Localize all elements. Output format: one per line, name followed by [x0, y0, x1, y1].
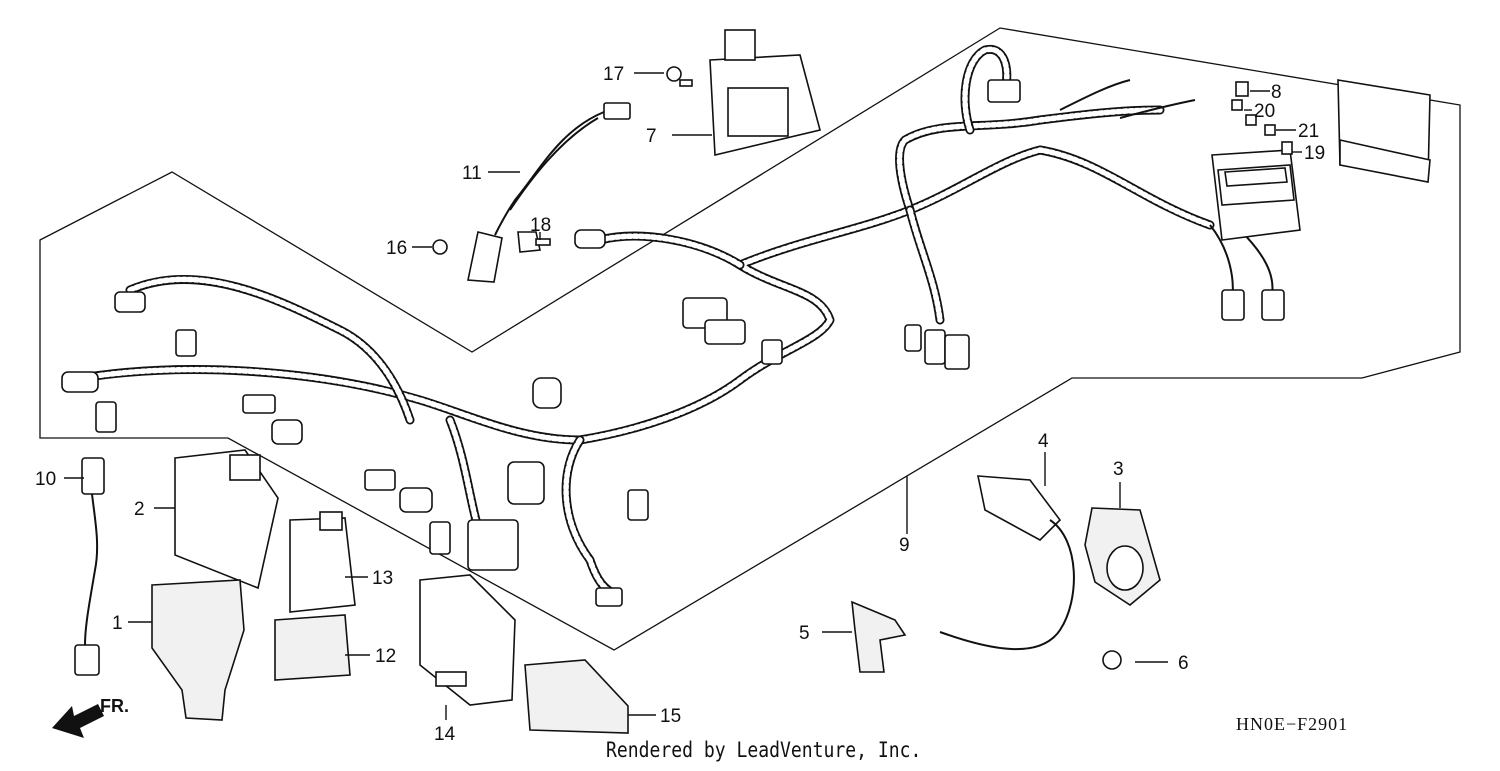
part-label-2[interactable]: 2: [134, 499, 145, 520]
sub-harness-2: [74, 457, 105, 676]
part-label-1[interactable]: 1: [112, 613, 123, 634]
cdi-unit: [174, 449, 279, 590]
bolts: [432, 66, 693, 255]
part-label-17[interactable]: 17: [603, 64, 624, 85]
cdi-mount: [151, 579, 245, 721]
part-label-10[interactable]: 10: [35, 469, 56, 490]
part-label-18[interactable]: 18: [530, 215, 551, 236]
part-label-7[interactable]: 7: [646, 126, 657, 147]
wire-harness[interactable]: [65, 44, 1274, 600]
part-label-15[interactable]: 15: [660, 706, 681, 727]
harness-group-outline: [39, 27, 1461, 651]
part-label-3[interactable]: 3: [1113, 459, 1124, 480]
part-labels: 1 2 3 4 5 6 7 8 9 10 11 12 13 14 15 16 1…: [35, 64, 1325, 745]
part-label-6[interactable]: 6: [1178, 653, 1189, 674]
part-label-16[interactable]: 16: [386, 238, 407, 259]
harness-connectors: [61, 79, 1285, 607]
fuse-box-cover: [1337, 79, 1431, 183]
part-label-14[interactable]: 14: [434, 724, 456, 745]
part-label-12[interactable]: 12: [375, 646, 396, 667]
diagram-code: HN0E−F2901: [1236, 714, 1349, 734]
relay: [289, 511, 356, 613]
spark-plug-cap: [851, 600, 907, 673]
sub-harness: [467, 102, 631, 283]
relay-mount: [274, 614, 351, 681]
render-credit: Rendered by LeadVenture, Inc.: [606, 738, 922, 762]
part-label-13[interactable]: 13: [372, 568, 393, 589]
part-label-21[interactable]: 21: [1298, 121, 1319, 142]
part-label-4[interactable]: 4: [1038, 431, 1049, 452]
fuse-set: [1231, 81, 1293, 155]
front-label: FR.: [100, 696, 129, 716]
ignition-coil: [939, 475, 1075, 650]
part-label-19[interactable]: 19: [1304, 143, 1325, 164]
regulator-rectifier: [709, 29, 821, 157]
coil-rubber-mount: [1084, 507, 1161, 606]
front-direction-indicator: FR.: [52, 696, 129, 738]
leader-lines: [64, 72, 1302, 720]
part-label-9[interactable]: 9: [899, 535, 910, 556]
front-arrow-icon: [52, 704, 104, 738]
control-unit: [419, 574, 516, 706]
part-label-11[interactable]: 11: [462, 163, 482, 184]
control-unit-mount: [524, 659, 629, 734]
part-label-5[interactable]: 5: [799, 623, 810, 644]
part-label-20[interactable]: 20: [1254, 101, 1275, 122]
fuse-box: [1211, 149, 1301, 241]
clamp: [1102, 650, 1122, 670]
part-label-8[interactable]: 8: [1271, 82, 1282, 103]
